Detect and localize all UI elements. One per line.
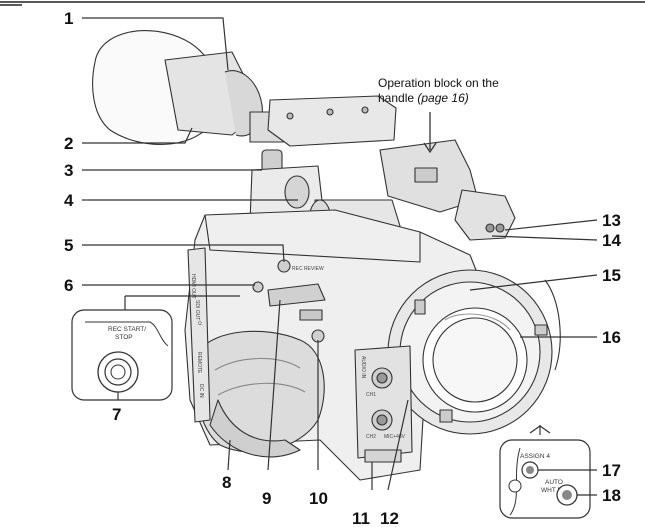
grip-strap (209, 399, 301, 458)
handle-front-unit (454, 189, 516, 241)
callout-12: 12 (380, 509, 399, 527)
side-button (252, 281, 264, 293)
annotation-line-1: Operation block on the (378, 76, 499, 90)
label-ch1: CH1 (366, 392, 376, 398)
top-handle (267, 95, 397, 147)
callout-15: 15 (602, 266, 621, 285)
rec-start-stop-label-1: REC START/ (108, 326, 146, 333)
connector-cover (187, 247, 211, 423)
callout-4: 4 (64, 191, 74, 210)
callout-1: 1 (64, 9, 73, 28)
camera-illustration (92, 30, 561, 481)
label-phones: Ω (198, 321, 202, 327)
audio-switches (364, 449, 402, 463)
callout-2: 2 (64, 134, 73, 153)
callout-9: 9 (262, 489, 271, 508)
callout-7: 7 (112, 405, 121, 424)
label-mic-in: MIC+48V (384, 434, 406, 440)
callout-6: 6 (64, 276, 73, 295)
label-sdi-out: SDI OUT (194, 300, 200, 320)
label-hdmi-out: HDMI OUT (190, 274, 196, 299)
callout-3: 3 (64, 161, 73, 180)
assign4-label: ASSIGN 4 (520, 453, 550, 460)
awb-label-1: AUTO (545, 479, 563, 486)
leader-lines (82, 17, 598, 496)
rec-start-stop-label-2: STOP (115, 334, 133, 341)
inset-rec-start-stop: REC START/ STOP (71, 295, 240, 401)
callout-11: 11 (352, 509, 370, 527)
callout-5: 5 (64, 236, 73, 255)
label-rec-review: REC REVIEW (292, 266, 324, 272)
zoom-lever (267, 283, 326, 307)
callout-8: 8 (222, 473, 231, 492)
callout-10: 10 (309, 489, 328, 508)
audio-input-panel (354, 345, 413, 459)
callout-14: 14 (602, 231, 621, 250)
callout-13: 13 (602, 211, 621, 230)
callout-17: 17 (602, 461, 621, 480)
label-remote: REMOTE (196, 352, 202, 374)
label-dc-in: DC IN (198, 384, 204, 398)
callout-16: 16 (602, 328, 621, 347)
label-audio-in: AUDIO IN (360, 356, 366, 379)
annotation-line-2: handle (page 16) (378, 91, 469, 105)
callout-18: 18 (602, 486, 621, 505)
label-ch2: CH2 (366, 434, 376, 440)
inset-assign-awb: ASSIGN 4 AUTO WHT BAL (499, 425, 591, 519)
awb-label-2: WHT BAL (541, 487, 570, 494)
